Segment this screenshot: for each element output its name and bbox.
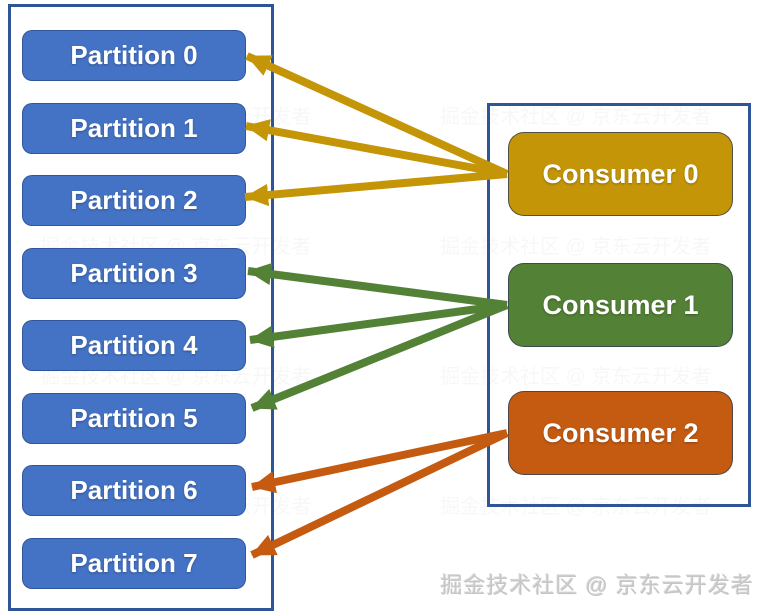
partition-label: Partition 4 [70,330,198,360]
assignment-arrow [245,52,509,178]
partition-box: Partition 1 [22,103,246,154]
assignment-arrow [250,301,509,412]
partition-label: Partition 5 [70,403,198,433]
assignment-arrow [247,262,508,309]
partition-label: Partition 2 [70,185,198,215]
assignment-arrow [250,429,509,559]
partition-box: Partition 7 [22,538,246,589]
partition-box: Partition 6 [22,465,246,516]
partition-label: Partition 1 [70,113,198,143]
partition-box: Partition 3 [22,248,246,299]
consumer-label: Consumer 0 [542,158,699,189]
partition-box: Partition 4 [22,320,246,371]
partition-label: Partition 3 [70,258,198,288]
assignment-arrow [244,170,508,207]
partition-label: Partition 7 [70,548,198,578]
assignment-arrow [249,301,508,348]
partition-box: Partition 0 [22,30,246,81]
consumer-box: Consumer 0 [508,132,733,216]
partition-box: Partition 2 [22,175,246,226]
partition-label: Partition 0 [70,40,198,70]
assignment-arrow [251,429,508,494]
watermark-text: 掘金技术社区 @ 京东云开发者 [440,573,754,598]
consumer-label: Consumer 1 [542,289,699,320]
assignment-arrow [245,119,508,178]
partition-box: Partition 5 [22,393,246,444]
consumer-box: Consumer 1 [508,263,733,347]
consumer-label: Consumer 2 [542,417,699,448]
partition-label: Partition 6 [70,475,198,505]
partitions-panel [8,4,274,611]
consumer-box: Consumer 2 [508,391,733,475]
